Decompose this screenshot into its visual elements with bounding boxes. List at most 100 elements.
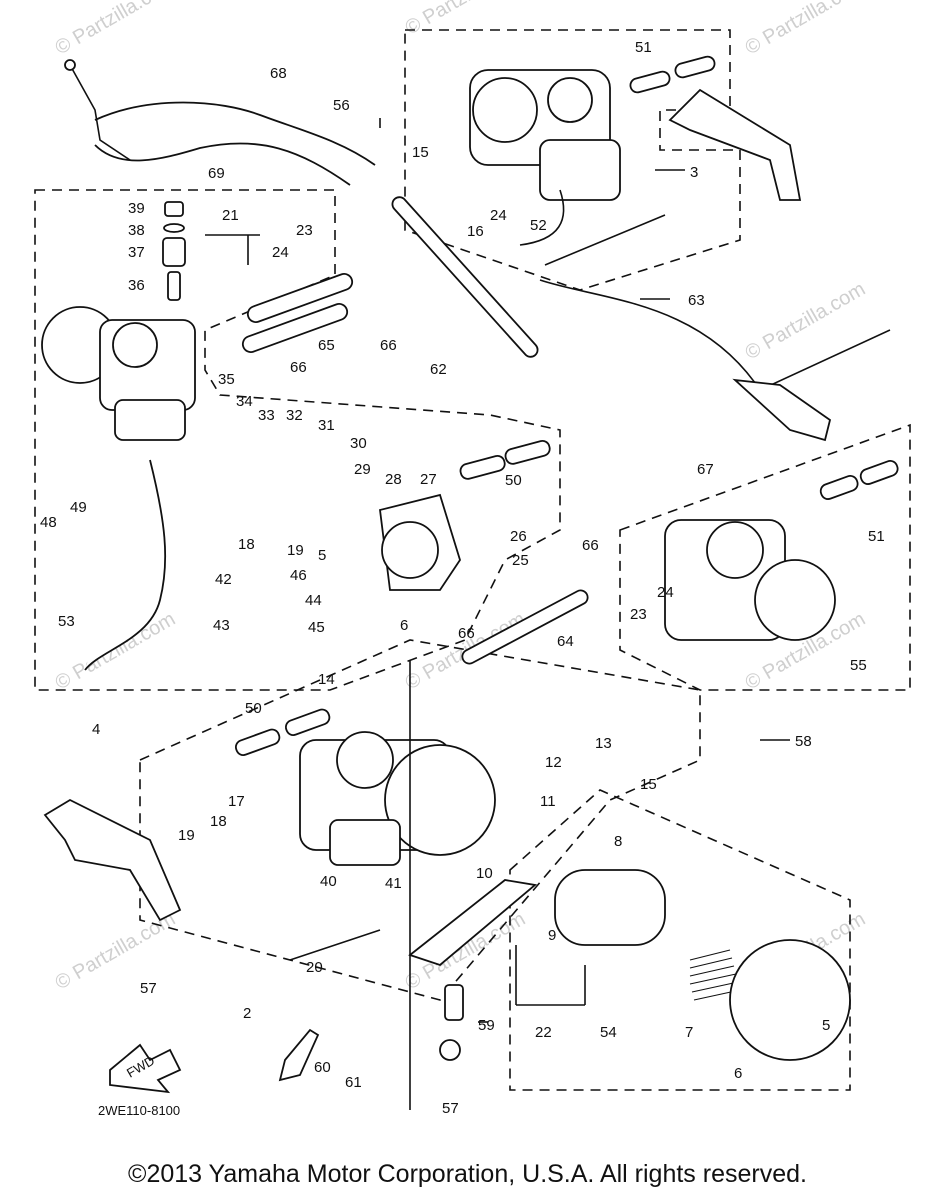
callout-23b: 23	[630, 606, 647, 623]
part-37	[162, 237, 186, 267]
callout-43: 43	[213, 617, 230, 634]
callout-19: 19	[287, 542, 304, 559]
callout-66d: 66	[458, 625, 475, 642]
bracket-left	[43, 798, 182, 922]
callout-62: 62	[430, 361, 447, 378]
part-39	[164, 201, 184, 217]
housing-47-cover	[381, 521, 439, 579]
pipe-65	[246, 273, 354, 323]
callout-32: 32	[286, 407, 303, 424]
part-38	[163, 223, 185, 233]
connecting-pipe-51	[629, 70, 671, 94]
callout-49: 49	[70, 499, 87, 516]
callout-39: 39	[128, 200, 145, 217]
pipe-51-right	[819, 474, 859, 500]
callout-19b: 19	[178, 827, 195, 844]
spring-59	[444, 984, 464, 1021]
callout-51: 51	[635, 39, 652, 56]
carburetor-assembly-right	[664, 519, 836, 641]
drain-hose-53	[84, 459, 167, 671]
carburetor-assembly-3	[469, 69, 621, 246]
callout-25: 25	[512, 552, 529, 569]
pipe-50-lower	[235, 728, 281, 756]
callout-61: 61	[345, 1074, 362, 1091]
callout-56: 56	[333, 97, 350, 114]
copyright-notice: ©2013 Yamaha Motor Corporation, U.S.A. A…	[128, 1160, 807, 1188]
carburetor-assembly-4	[41, 306, 196, 441]
carburetor-assembly-2	[299, 731, 496, 866]
callout-13: 13	[595, 735, 612, 752]
callout-66c: 66	[582, 537, 599, 554]
callout-20: 20	[306, 959, 323, 976]
callout-18: 18	[238, 536, 255, 553]
callout-66: 66	[380, 337, 397, 354]
callout-41: 41	[385, 875, 402, 892]
callout-33: 33	[258, 407, 275, 424]
pipe-51-right-b	[859, 459, 899, 485]
callout-44: 44	[305, 592, 322, 609]
callout-42: 42	[215, 571, 232, 588]
callout-11: 11	[540, 793, 556, 810]
callout-15: 15	[412, 144, 429, 161]
callout-22: 22	[535, 1024, 552, 1041]
callout-8: 8	[614, 833, 622, 850]
callout-6b: 6	[734, 1065, 742, 1082]
fuel-hose-68	[94, 101, 376, 166]
watermark: © Partzilla.com	[52, 0, 180, 59]
callout-51b: 51	[868, 528, 885, 545]
callout-28: 28	[385, 471, 402, 488]
callout-38: 38	[128, 222, 145, 239]
callout-2: 2	[243, 1005, 251, 1022]
gear-59	[439, 1039, 461, 1061]
pipe-50-lower-b	[285, 708, 331, 736]
pipe-64	[461, 589, 589, 665]
diaphragm-cover	[729, 939, 851, 1061]
group-outline-2	[139, 639, 701, 1001]
hose-clamp	[64, 59, 76, 71]
lever-60	[278, 1028, 320, 1082]
callout-21: 21	[222, 207, 239, 224]
watermark: © Partzilla.com	[742, 0, 870, 59]
callout-29: 29	[354, 461, 371, 478]
group-outline-right	[619, 423, 911, 691]
callout-14: 14	[318, 671, 335, 688]
cable-bracket	[732, 378, 832, 442]
callout-10: 10	[476, 865, 493, 882]
callout-54: 54	[600, 1024, 617, 1041]
bracket-3	[668, 88, 802, 201]
bracket-lower	[408, 879, 538, 967]
callout-26: 26	[510, 528, 527, 545]
callout-46: 46	[290, 567, 307, 584]
part-36	[167, 271, 181, 301]
callout-30: 30	[350, 435, 367, 452]
callout-67: 67	[697, 461, 714, 478]
callout-17: 17	[228, 793, 245, 810]
callout-60: 60	[314, 1059, 331, 1076]
cable-63c	[759, 329, 891, 391]
front-direction-arrow: FWD	[109, 1043, 182, 1094]
callout-16: 16	[467, 223, 484, 240]
group-outline-bottom-right	[509, 789, 851, 1091]
callout-52: 52	[530, 217, 547, 234]
watermark: © Partzilla.com	[402, 0, 530, 39]
callout-63: 63	[688, 292, 705, 309]
callout-68: 68	[270, 65, 287, 82]
callout-45: 45	[308, 619, 325, 636]
spring-7	[689, 949, 741, 1001]
callout-18b: 18	[210, 813, 227, 830]
callout-34: 34	[236, 393, 253, 410]
callout-24b: 24	[272, 244, 289, 261]
callout-24: 24	[490, 207, 507, 224]
cable-63	[539, 279, 761, 391]
connecting-pipe-51b	[674, 55, 716, 79]
diagram-code: 2WE110-8100	[98, 1103, 180, 1118]
cable-63b	[544, 214, 666, 266]
callout-12: 12	[545, 754, 562, 771]
callout-50: 50	[505, 472, 522, 489]
pipe-66	[241, 303, 349, 353]
callout-35: 35	[218, 371, 235, 388]
callout-57b: 57	[442, 1100, 459, 1117]
fuel-hose-69	[94, 142, 351, 186]
callout-37: 37	[128, 244, 145, 261]
